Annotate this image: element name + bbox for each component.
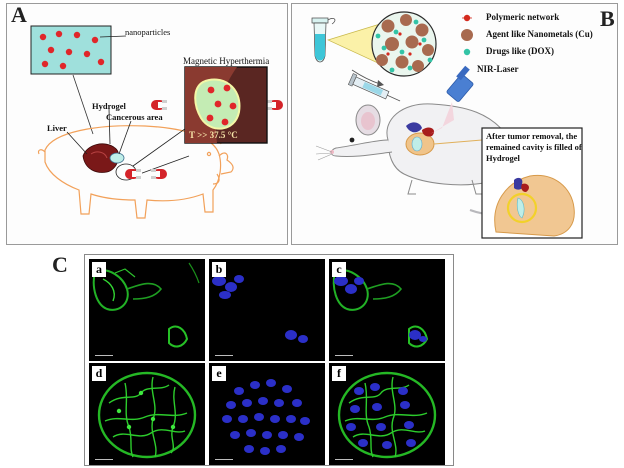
panel-c: a b c [84, 254, 454, 466]
legend-drug-marker [463, 48, 471, 56]
legend-polymer-label: Polymeric network [486, 12, 560, 22]
nir-laser-icon [430, 65, 474, 134]
tile-letter-c: c [332, 262, 346, 277]
magnet-icon-right [266, 100, 283, 110]
panel-b-letter: B [600, 6, 615, 31]
panel-b: B [291, 3, 618, 245]
zoom-line-2 [133, 155, 190, 177]
temperature-label: T >> 37.5 °C [189, 130, 238, 140]
micrograph-tile-a: a [89, 259, 205, 361]
magnetic-hyperthermia-label: Magnetic Hyperthermia [183, 56, 270, 66]
drug-particles [375, 19, 433, 73]
merge-channel-image [332, 269, 429, 348]
scale-bar [335, 459, 353, 460]
panel-a-letter: A [11, 2, 27, 27]
blue-channel-image [222, 379, 310, 455]
tile-letter-f: f [332, 366, 346, 381]
nir-laser-label: NIR-Laser [477, 64, 519, 74]
legend-nanometal-label: Agent like Nanometals (Cu) [486, 29, 593, 39]
zoom-line-1 [132, 125, 190, 167]
scale-bar [95, 355, 113, 356]
cavity-illustration [484, 174, 580, 237]
micrograph-tile-f: f [329, 363, 445, 465]
pig-outline [37, 125, 234, 219]
micrograph-tile-d: d [89, 363, 205, 465]
scale-bar [215, 355, 233, 356]
cancerous-area-marker [109, 152, 125, 164]
magnet-icon-left [151, 100, 168, 110]
micrograph-tile-e: e [209, 363, 325, 465]
legend-nanometal-marker [461, 29, 473, 41]
tile-letter-a: a [92, 262, 106, 277]
nanometal-particles [376, 14, 434, 72]
panel-a-illustration [30, 25, 283, 219]
tile-letter-d: d [92, 366, 106, 381]
green-channel-image [97, 371, 197, 459]
micrograph-tile-c: c [329, 259, 445, 361]
green-channel-image [92, 262, 200, 348]
micrograph-tile-b: b [209, 259, 325, 361]
hydrogel-label: Hydrogel [92, 101, 126, 111]
liver-label: Liver [47, 123, 67, 133]
panel-b-illustration [311, 11, 583, 239]
scale-bar [95, 459, 113, 460]
syringe-icon [347, 73, 401, 102]
scale-bar [335, 355, 353, 356]
magnet-icon-bottom-right [150, 169, 167, 179]
scale-bar [215, 459, 233, 460]
inset-nanoparticles [206, 84, 237, 126]
panel-c-letter: C [52, 252, 68, 277]
nanoparticles-pointer [99, 35, 127, 38]
tumor-removal-note: After tumor removal, the remained cavity… [486, 131, 582, 163]
merge-channel-image [337, 371, 437, 459]
magnet-icon-bottom-left [125, 169, 142, 179]
box-connector-line [72, 74, 94, 135]
tile-letter-b: b [212, 262, 226, 277]
cancerous-area-label: Cancerous area [106, 112, 163, 122]
tile-letter-e: e [212, 366, 226, 381]
legend-drug-label: Drugs like (DOX) [486, 46, 554, 56]
panel-a: A [6, 2, 288, 245]
blue-channel-image [212, 275, 308, 343]
polymer-particles [386, 32, 422, 56]
tube-icon [311, 17, 336, 63]
nanoparticles-label: nanoparticles [125, 27, 171, 37]
nanoparticles-in-box [39, 30, 105, 70]
